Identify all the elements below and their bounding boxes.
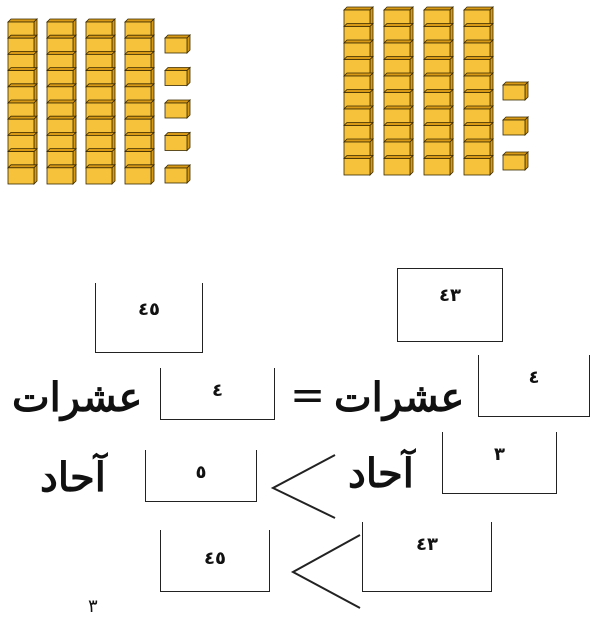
right-ones-box: ٣ — [442, 432, 557, 494]
ten-rod — [46, 163, 77, 185]
ten-rod — [463, 154, 494, 176]
ten-rod — [343, 154, 374, 176]
ten-rod — [383, 154, 414, 176]
ten-rod — [46, 99, 77, 121]
right-base-ten-model — [343, 6, 529, 176]
ten-rod — [463, 39, 494, 61]
left-tens-value: ٤ — [212, 380, 223, 401]
ones-word-left: آحاد — [40, 454, 106, 501]
left-ones-box: ٥ — [145, 450, 257, 502]
ten-rod — [423, 121, 454, 143]
ten-rod — [124, 163, 155, 185]
ten-rod — [124, 66, 155, 88]
right-number-box: ٤٣ — [397, 268, 503, 342]
ten-rod — [7, 131, 38, 153]
ten-rod — [124, 82, 155, 104]
greater-than-sign-ones — [270, 454, 336, 519]
ten-rod — [383, 6, 414, 28]
ten-rod — [423, 22, 454, 44]
ten-rod — [463, 121, 494, 143]
final-right-value: ٤٣ — [416, 534, 438, 555]
ten-rod — [343, 72, 374, 94]
one-cube — [502, 151, 529, 171]
ten-rod — [124, 18, 155, 40]
ten-rod — [383, 138, 414, 160]
right-tens-value: ٤ — [528, 367, 540, 388]
ten-rod — [383, 121, 414, 143]
ten-rod — [423, 55, 454, 77]
tens-word-left: عشرات — [12, 374, 143, 421]
ten-rod — [383, 105, 414, 127]
final-left-box: ٤٥ — [160, 530, 270, 592]
ten-rod — [7, 18, 38, 40]
one-cube — [502, 116, 529, 136]
ten-rod — [7, 66, 38, 88]
ten-rod — [85, 18, 116, 40]
page-number: ٣ — [88, 596, 98, 617]
left-number-text: ٤٥ — [138, 299, 160, 320]
ten-rod — [423, 72, 454, 94]
left-base-ten-model — [7, 18, 191, 185]
left-number-box: ٤٥ — [95, 283, 203, 353]
one-cube — [164, 164, 191, 184]
ten-rod — [383, 22, 414, 44]
ten-rod — [7, 163, 38, 185]
ten-rod — [343, 39, 374, 61]
ten-rod — [463, 105, 494, 127]
ten-rod — [85, 163, 116, 185]
greater-than-sign-final — [290, 534, 361, 609]
ten-rod — [46, 131, 77, 153]
ten-rod — [46, 66, 77, 88]
ten-rod — [463, 138, 494, 160]
one-cube — [164, 99, 191, 119]
ten-rod — [423, 154, 454, 176]
ten-rod — [423, 6, 454, 28]
ten-rod — [85, 66, 116, 88]
ten-rod — [383, 39, 414, 61]
ten-rod — [85, 99, 116, 121]
ten-rod — [463, 55, 494, 77]
ten-rod — [46, 34, 77, 56]
ten-rod — [7, 99, 38, 121]
one-cube — [164, 34, 191, 54]
ten-rod — [463, 72, 494, 94]
left-tens-box: ٤ — [160, 368, 275, 420]
ten-rod — [85, 82, 116, 104]
one-cube — [164, 131, 191, 152]
ten-rod — [463, 22, 494, 44]
ten-rod — [124, 147, 155, 169]
ten-rod — [85, 147, 116, 169]
ten-rod — [343, 55, 374, 77]
ten-rod — [343, 121, 374, 143]
ones-word-right: آحاد — [348, 450, 414, 497]
ten-rod — [463, 88, 494, 110]
equals-sign: = — [290, 370, 326, 419]
ten-rod — [46, 115, 77, 137]
tens-word-right: عشرات — [334, 374, 465, 421]
ten-rod — [343, 138, 374, 160]
ten-rod — [423, 39, 454, 61]
ten-rod — [383, 88, 414, 110]
ten-rod — [46, 82, 77, 104]
right-tens-box: ٤ — [478, 355, 590, 417]
ten-rod — [124, 34, 155, 56]
one-cube — [164, 66, 191, 87]
one-cube — [502, 81, 529, 101]
ten-rod — [85, 50, 116, 72]
ten-rod — [124, 99, 155, 121]
right-ones-value: ٣ — [494, 444, 505, 465]
ten-rod — [46, 147, 77, 169]
ten-rod — [124, 131, 155, 153]
final-left-value: ٤٥ — [204, 548, 226, 569]
final-right-box: ٤٣ — [362, 522, 492, 592]
left-ones-value: ٥ — [195, 462, 207, 483]
ten-rod — [383, 72, 414, 94]
ten-rod — [7, 82, 38, 104]
right-number-text: ٤٣ — [439, 285, 461, 306]
ten-rod — [7, 147, 38, 169]
ten-rod — [46, 50, 77, 72]
ten-rod — [7, 115, 38, 137]
